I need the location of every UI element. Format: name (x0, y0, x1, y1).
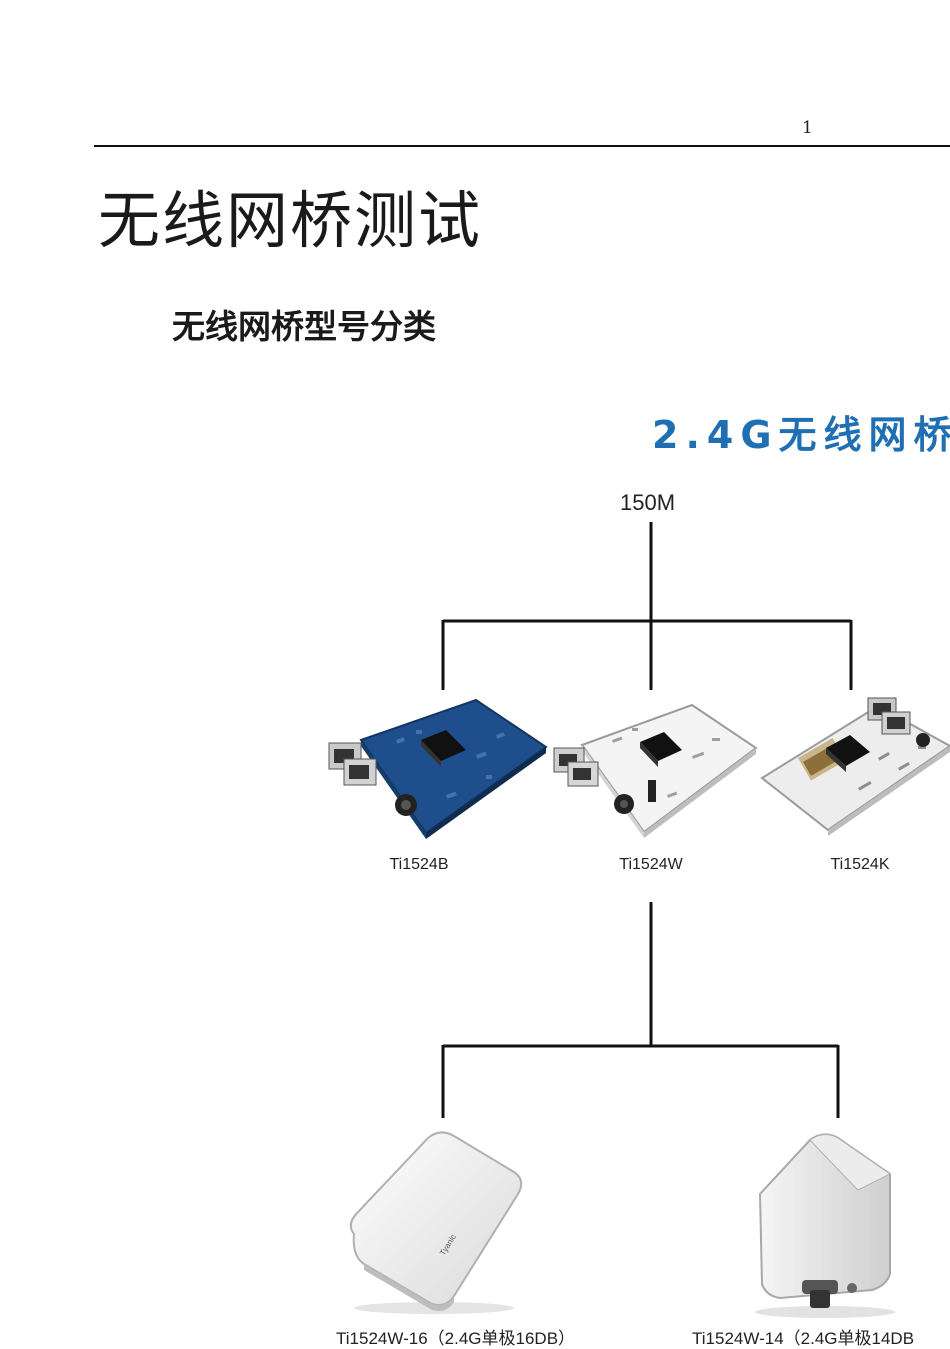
device-image-ti1524w-14 (740, 1124, 910, 1320)
device-label-ti1524w-14: Ti1524W-14（2.4G单极14DB (692, 1324, 914, 1349)
board-image-ti1524k (758, 688, 950, 838)
board-label-ti1524b: Ti1524B (339, 856, 499, 874)
board-label-ti1524k: Ti1524K (780, 856, 940, 874)
board-image-ti1524w (552, 700, 772, 850)
device-label-ti1524w-16: Ti1524W-16（2.4G单极16DB） (336, 1324, 575, 1349)
board-image-ti1524b (326, 695, 546, 845)
device-image-ti1524w-16: Tyanic (336, 1124, 532, 1316)
board-label-ti1524w: Ti1524W (571, 856, 731, 874)
